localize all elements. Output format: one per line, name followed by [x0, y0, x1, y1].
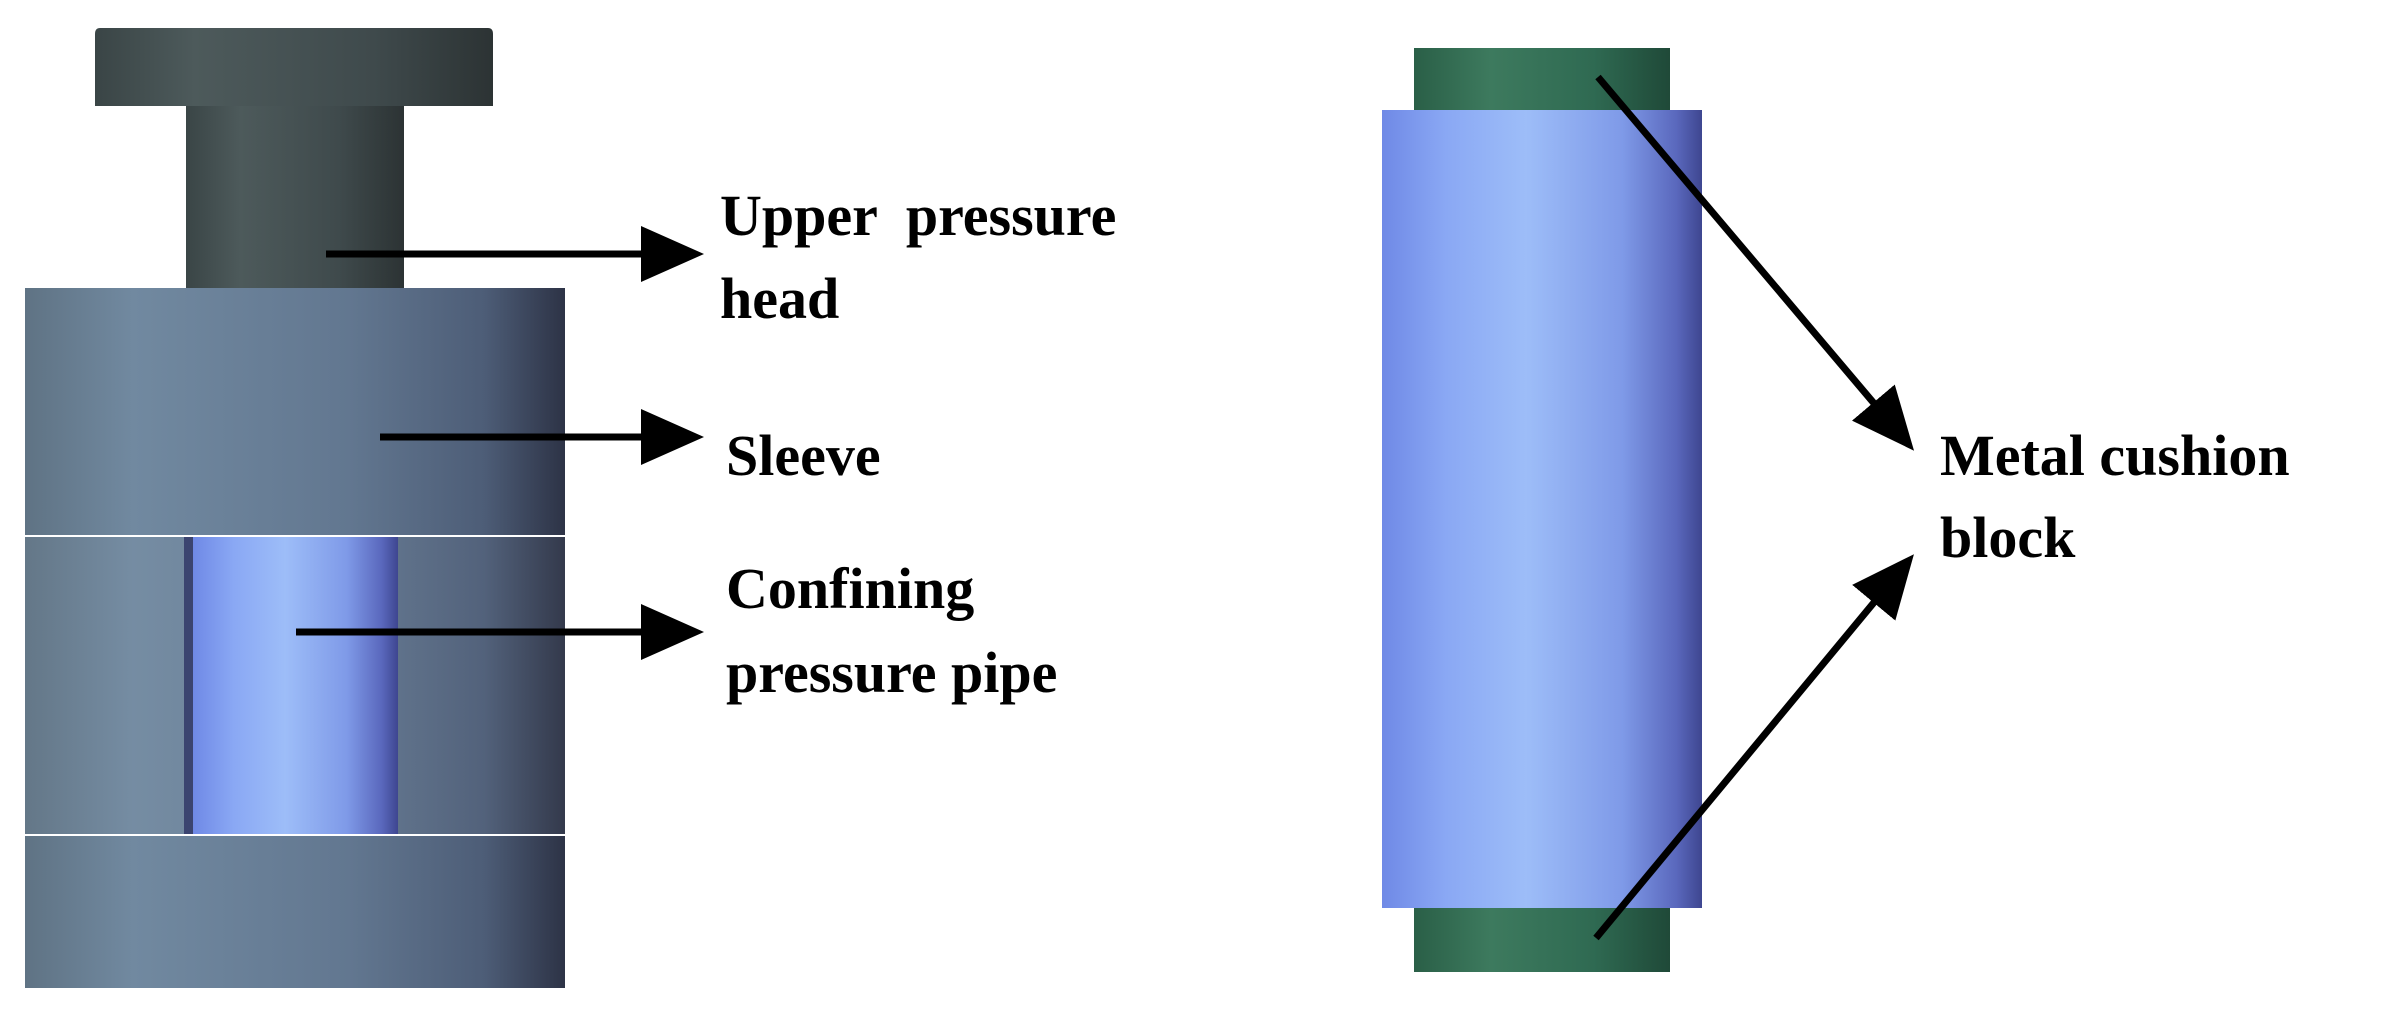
confining-pressure-pipe-shadow: [184, 537, 194, 834]
label-metal-cushion-line1: Metal cushion: [1940, 423, 2290, 488]
sleeve-lower-block: [25, 836, 565, 988]
metal-cushion-block-bottom: [1414, 908, 1670, 972]
upper-pressure-head-shaft: [186, 106, 404, 288]
metal-cushion-block-top: [1414, 48, 1670, 110]
confining-pressure-pipe: [193, 537, 398, 834]
label-confining-pipe-line2: pressure pipe: [726, 640, 1057, 705]
arrow-cushion-bottom: [1593, 554, 1914, 941]
specimen-cylinder: [1382, 110, 1702, 908]
label-metal-cushion-line2: block: [1940, 505, 2076, 570]
label-sleeve: Sleeve: [726, 423, 881, 488]
sleeve-upper-block: [25, 288, 565, 535]
left-assembly: Upper pressure head Sleeve Confining pre…: [25, 28, 1116, 988]
label-confining-pipe-line1: Confining: [726, 556, 974, 621]
label-upper-pressure-head-line1: Upper pressure: [720, 183, 1116, 248]
label-upper-pressure-head-line2: head: [720, 266, 839, 331]
right-assembly: Metal cushion block: [1382, 48, 2290, 972]
upper-pressure-head-cap: [95, 28, 493, 106]
arrow-cushion-top: [1595, 74, 1915, 451]
